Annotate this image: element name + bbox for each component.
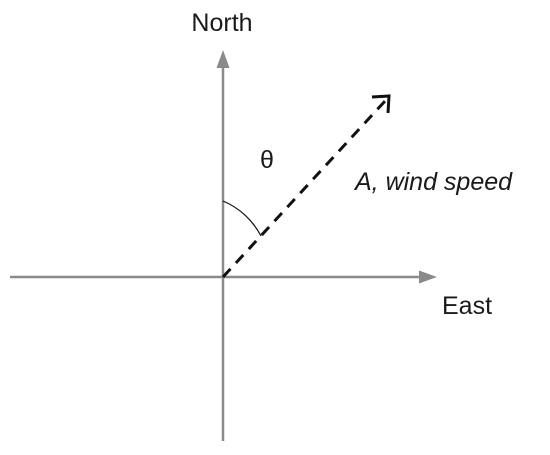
east-axis [10, 270, 437, 284]
theta-label: θ [260, 146, 274, 174]
wind-vector [221, 94, 391, 279]
east-label: East [442, 292, 492, 320]
east-arrowhead [419, 270, 437, 284]
vector-label: A, wind speed [353, 168, 513, 196]
north-label: North [191, 9, 252, 37]
vector-arrowhead [371, 94, 391, 114]
north-axis [216, 50, 230, 441]
north-arrowhead [216, 50, 230, 68]
angle-arc [222, 200, 262, 237]
